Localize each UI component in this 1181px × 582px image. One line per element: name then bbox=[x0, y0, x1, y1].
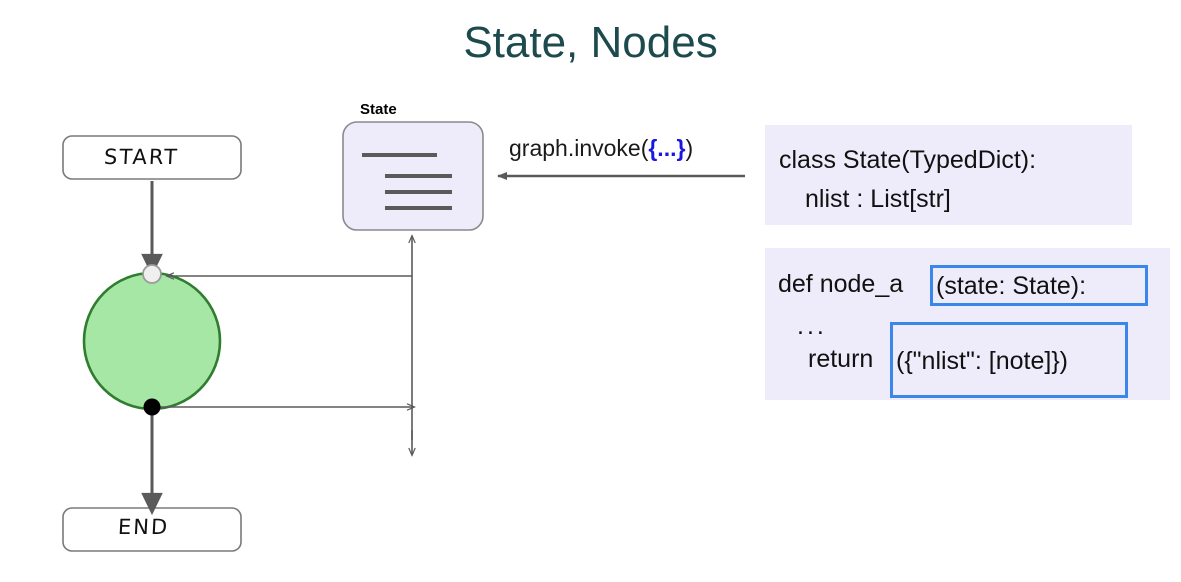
code-panel-state-definition: class State(TypedDict): nlist : List[str… bbox=[765, 125, 1132, 225]
node-a-input-port[interactable] bbox=[142, 264, 162, 284]
start-node-label: START bbox=[103, 145, 180, 169]
highlight-box-signature bbox=[930, 265, 1148, 306]
end-node-label: END bbox=[117, 515, 170, 539]
code-line-def-node-a: def node_a bbox=[778, 270, 904, 298]
code-text-signature: (state: State): bbox=[936, 272, 1087, 300]
start-node-shape[interactable] bbox=[62, 135, 242, 180]
invoke-prefix: graph.invoke( bbox=[509, 135, 649, 161]
invoke-suffix: ) bbox=[685, 135, 694, 161]
invoke-braces: {...} bbox=[648, 135, 686, 161]
code-line-ellipsis: ... bbox=[797, 312, 827, 340]
page-title: State, Nodes bbox=[463, 18, 718, 67]
node-a-output-port[interactable] bbox=[143, 398, 161, 416]
code-line-return: return bbox=[808, 345, 874, 373]
invoke-label: graph.invoke({...}) bbox=[509, 135, 693, 162]
state-box-caption: State bbox=[360, 101, 397, 118]
code-line-class-state: class State(TypedDict): bbox=[779, 146, 1037, 174]
code-text-return-value: ({"nlist": [note]}) bbox=[896, 347, 1068, 375]
highlight-box-return bbox=[890, 322, 1128, 398]
node-a-shape[interactable] bbox=[82, 271, 222, 411]
code-line-nlist-field: nlist : List[str] bbox=[805, 185, 951, 213]
